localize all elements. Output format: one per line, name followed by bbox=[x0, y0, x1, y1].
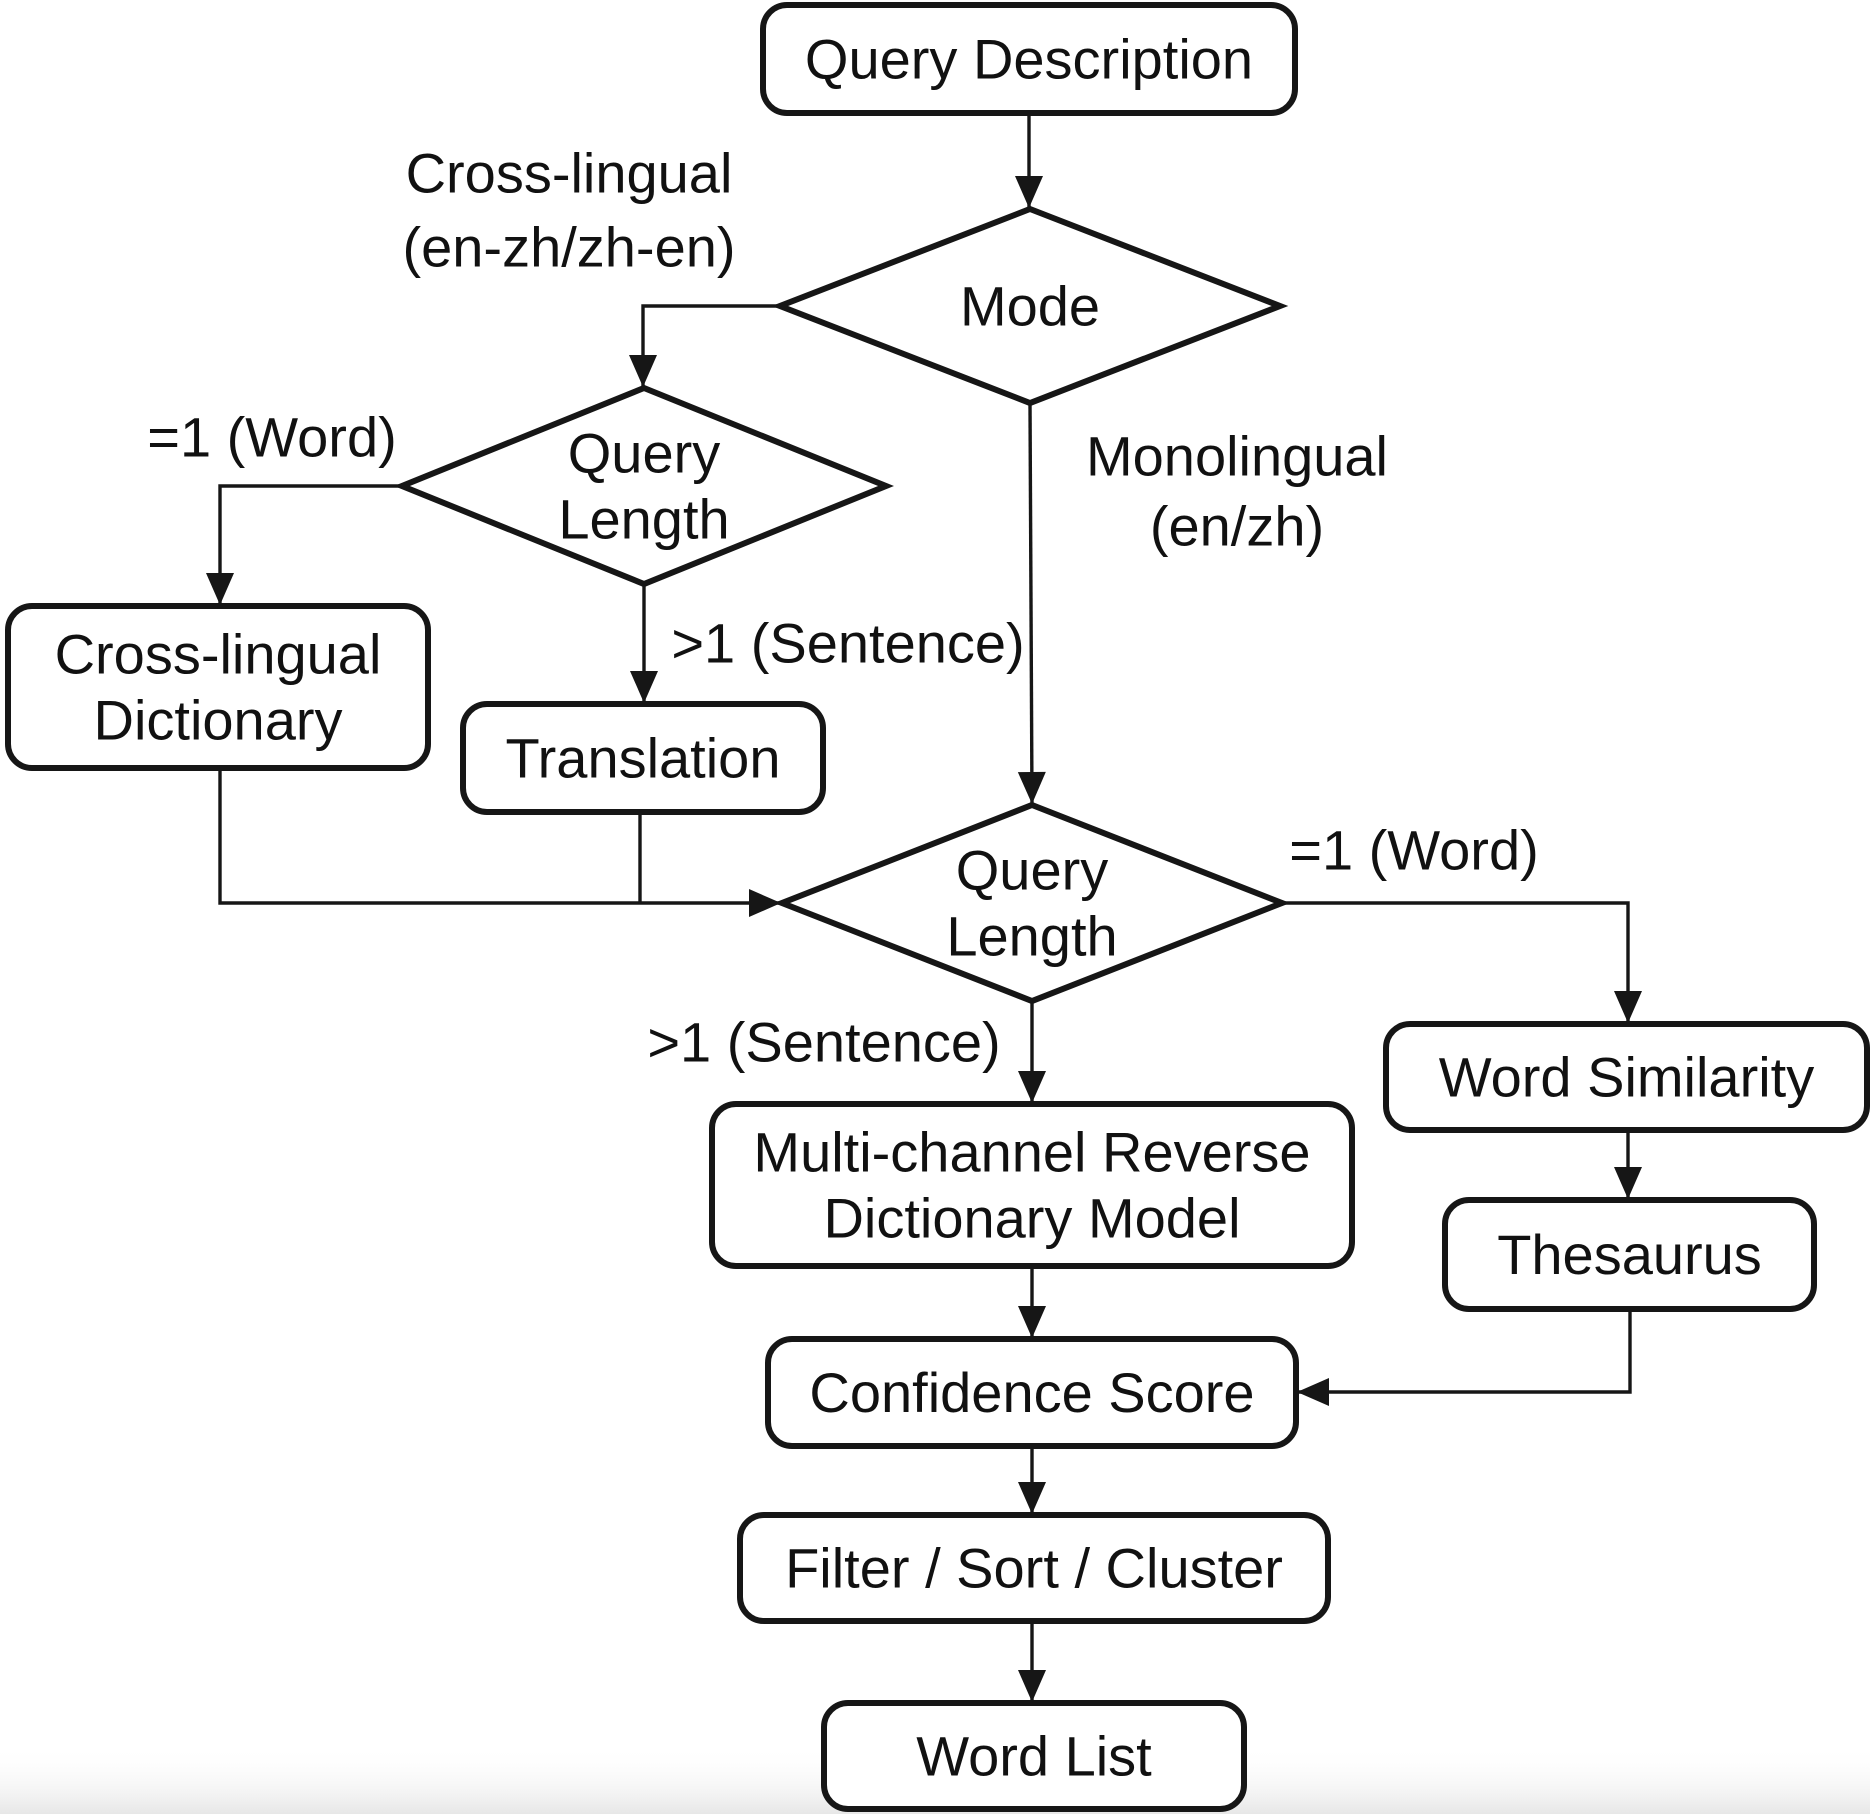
query-description-node: Query Description bbox=[760, 2, 1298, 116]
label-gt1-sentence-upper: >1 (Sentence) bbox=[671, 612, 1024, 675]
multi-channel-model-shape bbox=[709, 1101, 1355, 1269]
mode-label: Mode bbox=[960, 275, 1100, 338]
edge-query-length-2-to-word-similarity bbox=[1282, 901, 1642, 1023]
filter-sort-cluster-node: Filter / Sort / Cluster bbox=[737, 1512, 1331, 1624]
translation-node: Translation bbox=[460, 701, 826, 815]
multi-channel-model-label: Multi-channel Reverse bbox=[753, 1121, 1310, 1184]
word-similarity-node: Word Similarity bbox=[1383, 1021, 1870, 1133]
confidence-score-node: Confidence Score bbox=[765, 1336, 1299, 1449]
word-similarity-label: Word Similarity bbox=[1439, 1046, 1814, 1109]
thesaurus-label: Thesaurus bbox=[1497, 1223, 1762, 1286]
query-description-shape bbox=[760, 2, 1298, 116]
label-monolingual-branch: (en/zh) bbox=[1150, 495, 1324, 558]
mode-node: Mode bbox=[771, 205, 1289, 407]
edge-mode-to-query-length-2 bbox=[1017, 402, 1046, 804]
label-cross-lingual-branch: Cross-lingual bbox=[406, 142, 733, 205]
word-list-shape bbox=[821, 1700, 1247, 1812]
filter-sort-cluster-label: Filter / Sort / Cluster bbox=[785, 1537, 1283, 1600]
label-gt1-sentence-lower: >1 (Sentence) bbox=[647, 1011, 1000, 1074]
query-description-label: Query Description bbox=[805, 28, 1253, 91]
filter-sort-cluster-shape bbox=[737, 1512, 1331, 1624]
confidence-score-label: Confidence Score bbox=[809, 1361, 1254, 1424]
cross-lingual-dictionary-label: Dictionary bbox=[94, 689, 343, 752]
query-length-2-label: Length bbox=[946, 905, 1117, 968]
label-cross-lingual-branch: (en-zh/zh-en) bbox=[402, 216, 735, 279]
query-length-2-label: Query bbox=[956, 839, 1109, 902]
translation-shape bbox=[460, 701, 826, 815]
word-similarity-shape bbox=[1383, 1021, 1870, 1133]
confidence-score-shape bbox=[765, 1336, 1299, 1449]
query-length-2-shape bbox=[773, 801, 1291, 1005]
label-eq1-word-right: =1 (Word) bbox=[1289, 819, 1538, 882]
edge-query-length-1-to-dictionary bbox=[206, 484, 402, 605]
thesaurus-node: Thesaurus bbox=[1442, 1197, 1817, 1312]
edge-mode-to-query-length-1 bbox=[629, 304, 780, 387]
thesaurus-shape bbox=[1442, 1197, 1817, 1312]
translation-label: Translation bbox=[506, 727, 781, 790]
query-length-1-label: Length bbox=[558, 488, 729, 551]
multi-channel-model-label: Dictionary Model bbox=[823, 1187, 1240, 1250]
word-list-node: Word List bbox=[821, 1700, 1247, 1812]
label-monolingual-branch: Monolingual bbox=[1086, 425, 1388, 488]
mode-shape bbox=[771, 205, 1289, 407]
query-length-1-label: Query bbox=[568, 422, 721, 485]
query-length-1-shape bbox=[394, 384, 894, 588]
cross-lingual-dictionary-label: Cross-lingual bbox=[55, 623, 382, 686]
edge-dictionary-to-query-length-2 bbox=[218, 768, 781, 917]
edge-thesaurus-to-confidence-score bbox=[1297, 1309, 1632, 1406]
word-list-label: Word List bbox=[916, 1725, 1152, 1788]
label-eq1-word-left: =1 (Word) bbox=[147, 406, 396, 469]
cross-lingual-dictionary-shape bbox=[5, 603, 431, 771]
